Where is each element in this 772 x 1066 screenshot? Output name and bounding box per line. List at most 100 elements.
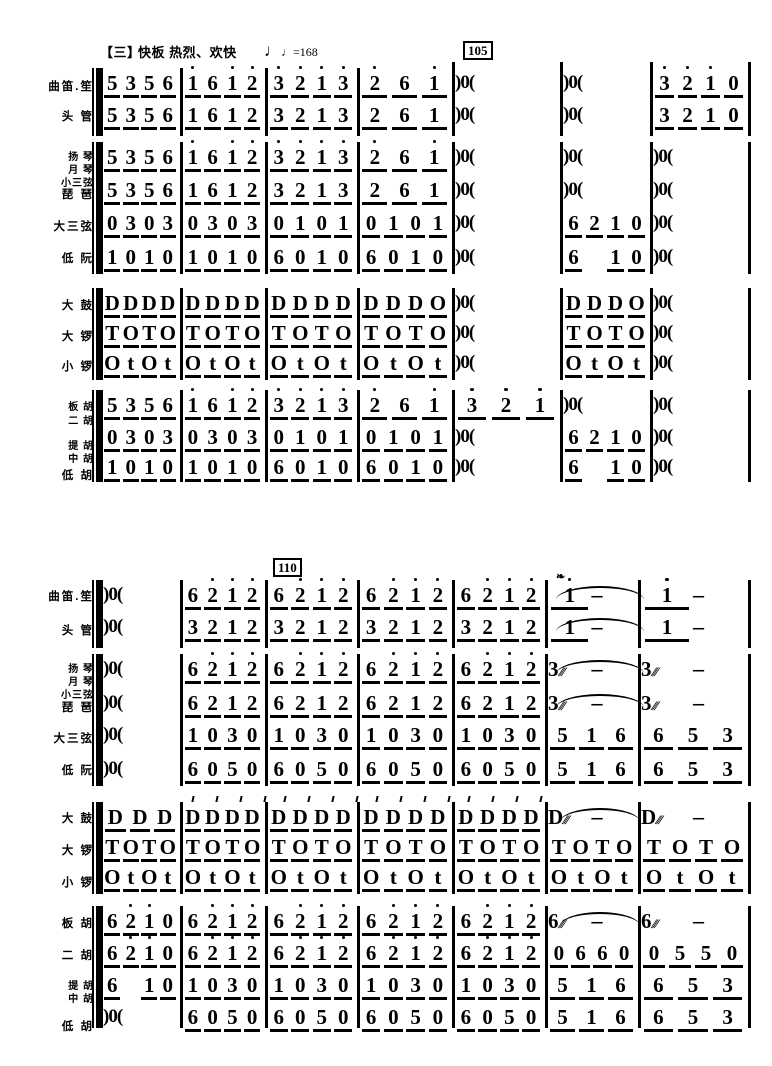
note: 2	[290, 65, 312, 98]
note: 1	[405, 616, 427, 642]
note: 1	[499, 651, 521, 684]
note: 1	[183, 179, 203, 205]
note: 3	[405, 724, 427, 750]
note: 0	[159, 910, 178, 936]
note: 5	[311, 758, 333, 784]
note: 2	[333, 935, 355, 968]
slur-tie	[556, 586, 644, 600]
note: 6	[606, 974, 635, 1000]
note: 3	[333, 65, 355, 98]
note: 1	[455, 724, 477, 750]
note: O	[405, 352, 427, 378]
note: 0	[311, 426, 333, 452]
gong-rest-symbol: )0(	[455, 292, 475, 313]
note: 0	[427, 758, 449, 784]
barline	[650, 62, 653, 136]
measure: )0(	[455, 348, 557, 378]
note: 6	[360, 692, 382, 718]
note: O	[360, 866, 382, 892]
note: T	[548, 836, 570, 862]
barline	[452, 580, 455, 648]
note: 5	[693, 942, 719, 968]
note: 6	[360, 658, 382, 684]
gong-rest-symbol: )0(	[653, 394, 673, 415]
barline	[265, 288, 268, 380]
note: 3	[159, 426, 178, 452]
note: 0	[242, 1006, 262, 1032]
measure: 3///–	[641, 654, 745, 684]
note: 2	[477, 903, 499, 936]
note: 1	[183, 724, 203, 750]
note: O	[427, 836, 449, 862]
note: 3	[360, 616, 382, 642]
note: 5	[548, 724, 577, 750]
barline	[452, 906, 455, 1028]
note: 6	[563, 212, 584, 238]
note: 1	[223, 179, 243, 205]
note: 2	[360, 179, 390, 205]
note: O	[122, 320, 139, 348]
note: 0	[520, 724, 542, 750]
group-brace-bowed	[96, 390, 103, 482]
tremolo-note: 6///	[548, 908, 566, 933]
note: O	[311, 866, 333, 892]
note: 2	[122, 935, 141, 968]
note: t	[290, 866, 312, 892]
note: 5	[676, 974, 711, 1000]
note: 0	[427, 246, 449, 272]
note: O	[141, 864, 158, 892]
barline	[265, 142, 268, 274]
gong-rest-symbol: )0(	[455, 322, 475, 343]
note: 0	[360, 426, 382, 452]
brace-tail-plucked	[92, 654, 94, 786]
gong-rest-symbol: )0(	[103, 658, 123, 679]
note: 0	[520, 974, 542, 1000]
note: 1	[427, 212, 449, 238]
note: 3	[122, 146, 141, 172]
note: 2	[360, 387, 390, 420]
note: 6	[606, 724, 635, 750]
group-brace-plucked	[96, 142, 103, 274]
note: 3	[122, 394, 141, 420]
note: T	[360, 322, 382, 348]
note: D	[405, 292, 427, 318]
sustain-dash: –	[693, 690, 704, 715]
note: 5	[405, 1006, 427, 1032]
note: 0	[333, 974, 355, 1000]
note: 2	[290, 387, 312, 420]
label-dizi-sheng: 曲笛.笙	[48, 81, 94, 93]
note: t	[290, 352, 312, 378]
note: 2	[333, 616, 355, 642]
note: T	[183, 322, 203, 348]
note: 1	[523, 387, 557, 420]
note: 0	[333, 758, 355, 784]
note: 2	[242, 577, 262, 610]
note: 1	[419, 387, 449, 420]
gong-rest-symbol: )0(	[103, 584, 123, 605]
note: 6	[360, 942, 382, 968]
note: 2	[333, 577, 355, 610]
label-dasanxian: 大三弦	[53, 221, 94, 233]
note: 3	[710, 974, 745, 1000]
note: 0	[203, 724, 223, 750]
note: 2	[520, 935, 542, 968]
label-zhonghu: 中 胡	[68, 454, 94, 465]
note: 1	[577, 724, 606, 750]
note: 1	[499, 692, 521, 718]
